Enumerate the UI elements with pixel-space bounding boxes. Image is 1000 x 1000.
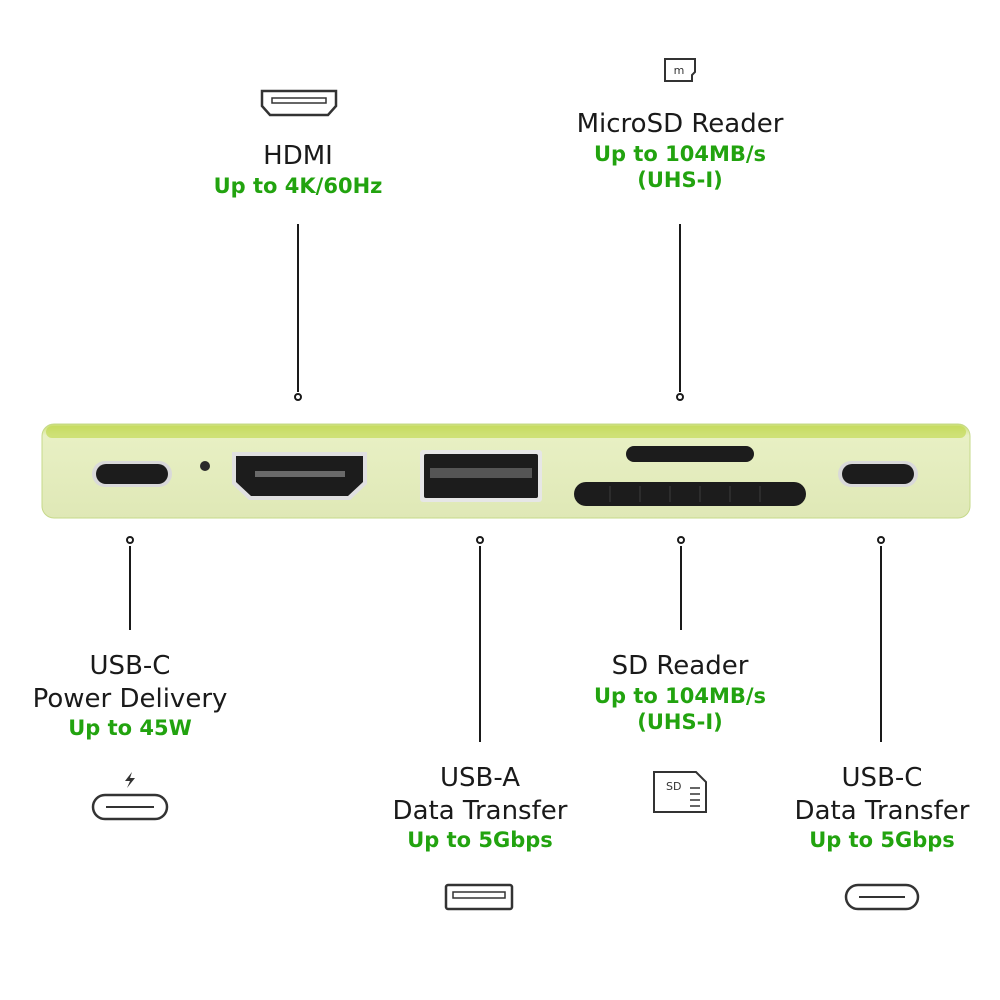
microsd-title: MicroSD Reader	[576, 109, 784, 139]
hdmi-label: HDMI Up to 4K/60Hz	[198, 140, 398, 199]
usb-a-leader-line	[479, 546, 481, 742]
usb-c-pd-leader-dot	[126, 536, 134, 544]
usb-c-data-label: USB-C Data Transfer Up to 5Gbps	[762, 762, 1000, 853]
sd-label: SD Reader Up to 104MB/s (UHS-I)	[550, 650, 810, 735]
microsd-spec-standard: (UHS-I)	[637, 167, 723, 192]
usb-c-pd-subtitle: Power Delivery	[32, 683, 228, 714]
sd-spec-standard: (UHS-I)	[637, 709, 723, 734]
usb-a-icon	[444, 883, 514, 911]
microsd-leader-dot	[676, 393, 684, 401]
sd-card-icon-text: SD	[666, 780, 681, 793]
status-led	[200, 461, 210, 471]
microsd-icon: m	[664, 58, 696, 82]
usb-c-pd-label: USB-C Power Delivery Up to 45W	[10, 650, 250, 741]
sd-slot-pins	[609, 486, 761, 502]
usb-a-subtitle: Data Transfer	[392, 795, 568, 826]
usb-c-data-port	[842, 464, 914, 484]
usb-a-title: USB-A	[440, 763, 520, 793]
hdmi-icon	[260, 89, 338, 117]
sd-leader-dot	[677, 536, 685, 544]
usb-c-icon	[844, 883, 920, 911]
microsd-icon-text: m	[674, 64, 685, 77]
sd-slot	[574, 482, 806, 506]
usb-c-data-title: USB-C	[841, 763, 923, 793]
sd-card-icon: SD	[653, 771, 707, 813]
usb-c-power-icon	[91, 772, 169, 821]
microsd-slot	[626, 446, 754, 462]
usb-c-data-leader-line	[880, 546, 882, 742]
usb-c-pd-leader-line	[129, 546, 131, 630]
microsd-leader-line	[679, 224, 681, 392]
usb-a-tongue	[430, 468, 532, 478]
hdmi-pins	[255, 471, 345, 477]
usb-c-pd-title: USB-C	[89, 651, 171, 681]
hdmi-leader-dot	[294, 393, 302, 401]
usb-a-leader-dot	[476, 536, 484, 544]
usb-c-data-subtitle: Data Transfer	[794, 795, 970, 826]
hdmi-title: HDMI	[263, 141, 333, 171]
hub-top-edge	[46, 426, 966, 438]
hdmi-leader-line	[297, 224, 299, 392]
microsd-spec: Up to 104MB/s	[593, 141, 767, 166]
sd-spec: Up to 104MB/s	[593, 683, 767, 708]
usb-c-data-spec: Up to 5Gbps	[809, 828, 955, 852]
usb-c-pd-port	[96, 464, 168, 484]
usb-a-spec: Up to 5Gbps	[407, 828, 553, 852]
hdmi-spec: Up to 4K/60Hz	[213, 173, 383, 198]
usb-c-data-leader-dot	[877, 536, 885, 544]
sd-leader-line	[680, 546, 682, 630]
usb-a-label: USB-A Data Transfer Up to 5Gbps	[360, 762, 600, 853]
usb-c-pd-spec: Up to 45W	[68, 716, 192, 740]
sd-title: SD Reader	[611, 651, 749, 681]
microsd-label: MicroSD Reader Up to 104MB/s (UHS-I)	[545, 108, 815, 193]
